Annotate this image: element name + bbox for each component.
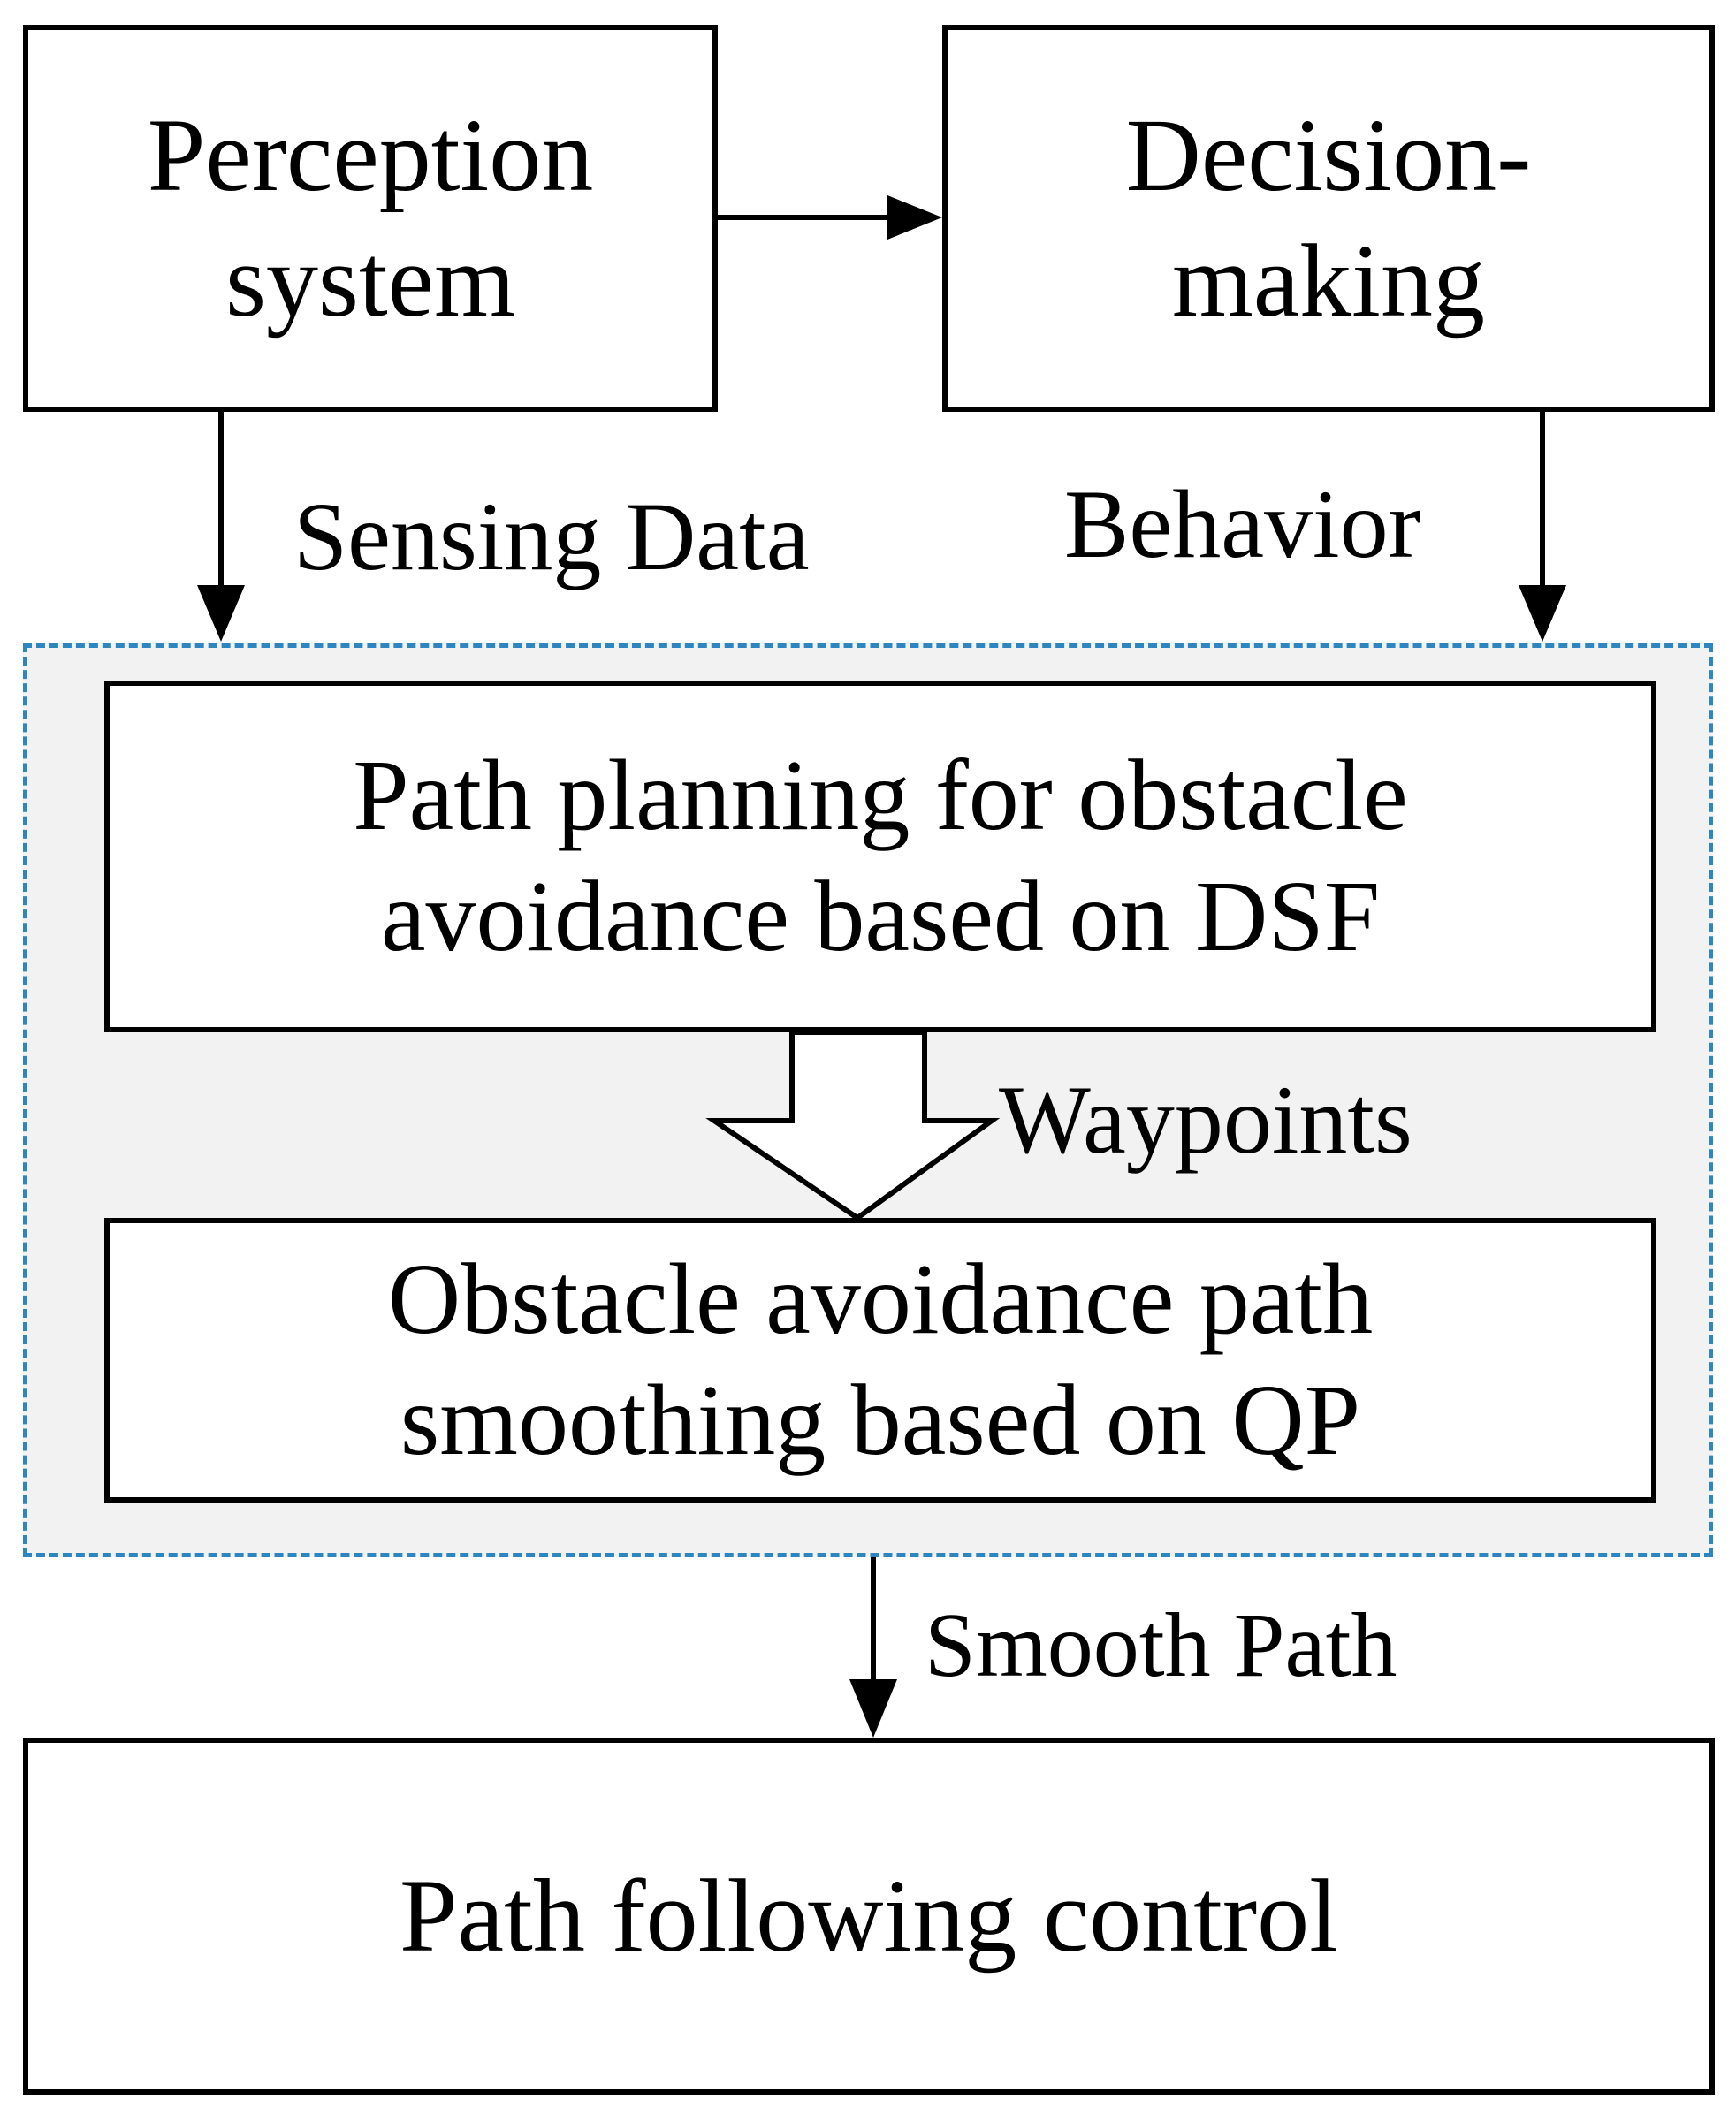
arrow-sensing-data <box>197 412 245 642</box>
arrow-behavior <box>1519 412 1566 642</box>
path-smoothing-label-line-1: Obstacle avoidance path <box>387 1243 1374 1356</box>
decision-making-label-line-1: Decision- <box>1125 97 1532 214</box>
arrow-perception-to-decision <box>718 195 942 240</box>
decision-making-label-line-2: making <box>1172 223 1485 339</box>
path-planning-label-line-1: Path planning for obstacle <box>353 739 1408 852</box>
perception-system-label-line-2: system <box>225 223 515 339</box>
path-smoothing-box: Obstacle avoidance path smoothing based … <box>104 1218 1656 1503</box>
path-following-control-label: Path following control <box>400 1858 1338 1974</box>
decision-making-box: Decision- making <box>942 25 1715 412</box>
sensing-data-label: Sensing Data <box>293 483 810 590</box>
behavior-label: Behavior <box>1064 470 1421 578</box>
path-smoothing-label-line-2: smoothing based on QP <box>400 1364 1361 1476</box>
path-following-control-box: Path following control <box>23 1738 1715 2095</box>
smooth-path-label: Smooth Path <box>925 1594 1397 1696</box>
waypoints-label: Waypoints <box>999 1066 1412 1174</box>
perception-system-box: Perception system <box>23 25 718 412</box>
path-planning-label-line-2: avoidance based on DSF <box>380 860 1381 972</box>
path-planning-box: Path planning for obstacle avoidance bas… <box>104 681 1656 1032</box>
arrow-smooth-path <box>849 1557 897 1738</box>
perception-system-label-line-1: Perception <box>147 97 594 214</box>
